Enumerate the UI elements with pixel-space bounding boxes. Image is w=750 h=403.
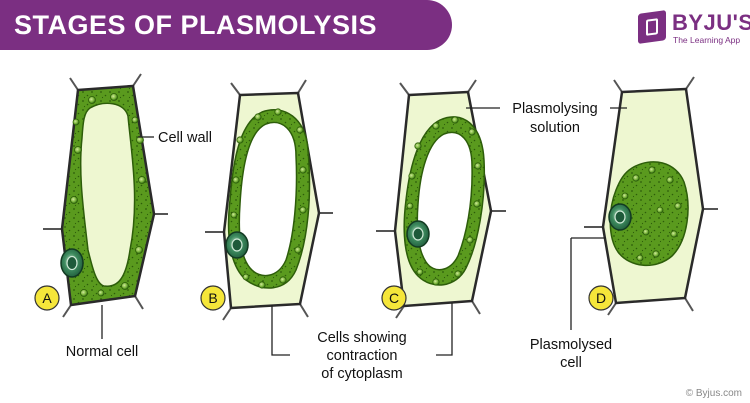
vacuole [79, 102, 136, 287]
chloroplasts [70, 93, 146, 297]
label-plasmolysing-2: solution [530, 120, 580, 136]
label-contraction-1: Cells showing [317, 330, 406, 346]
cell-d: D [584, 76, 718, 316]
label-plasmolysed-1: Plasmolysed [530, 337, 612, 353]
cell-b-badge-label: B [208, 290, 217, 306]
nucleus [608, 203, 632, 231]
cell-d-badge [588, 285, 614, 311]
label-normal-cell: Normal cell [66, 344, 139, 360]
page-title: STAGES OF PLASMOLYSIS [14, 10, 378, 40]
label-contraction-3: of cytoplasm [321, 366, 402, 382]
cell-d-badge-label: D [596, 290, 606, 306]
cell-a-badge-label: A [42, 290, 52, 306]
nucleus [60, 248, 84, 278]
cell-a: A [34, 73, 168, 318]
cell-c-badge-label: C [389, 290, 399, 306]
nucleus [406, 220, 430, 248]
brand-name: BYJU'S [672, 10, 750, 35]
cell-c: C [376, 79, 506, 319]
label-contraction-2: contraction [327, 348, 398, 364]
cell-b: B [200, 79, 333, 321]
label-plasmolysing-1: Plasmolysing [512, 101, 597, 117]
title-banner: STAGES OF PLASMOLYSIS [0, 0, 452, 50]
vacuole [416, 131, 473, 271]
byjus-logo: BYJU'S The Learning App [638, 8, 750, 52]
cell-a-badge [34, 285, 60, 311]
label-cell-wall: Cell wall [158, 130, 212, 146]
brand-tagline: The Learning App [673, 35, 741, 45]
vacuole [238, 121, 298, 277]
cell-b-badge [200, 285, 226, 311]
label-plasmolysed-2: cell [560, 355, 582, 371]
nucleus [225, 231, 249, 259]
copyright-notice: © Byjus.com [686, 388, 742, 399]
cell-c-badge [381, 285, 407, 311]
leader-lines [101, 107, 627, 356]
cell-wall-spikes [43, 73, 168, 318]
cytoplasm [609, 161, 689, 267]
